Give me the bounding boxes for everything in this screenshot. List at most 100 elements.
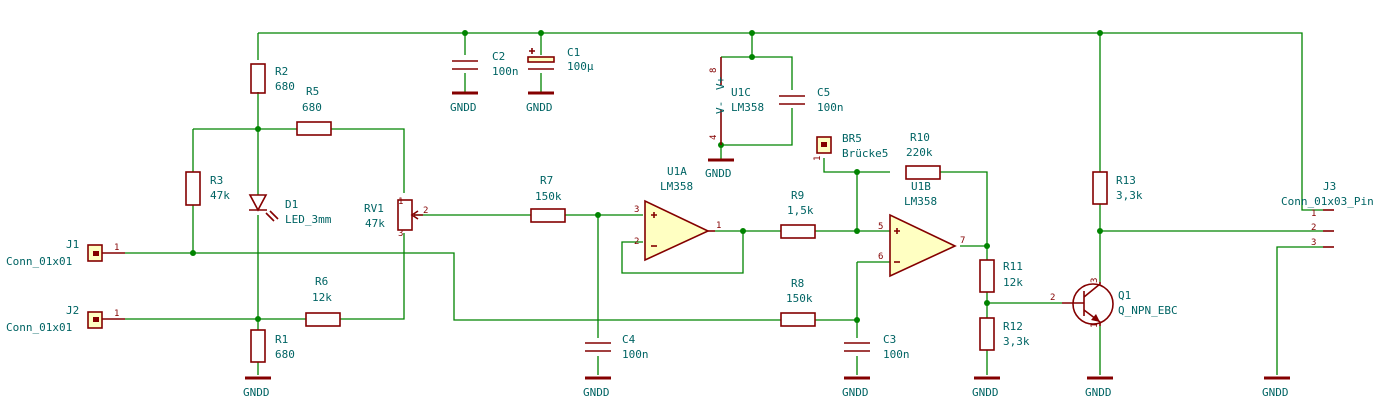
junction-dot (984, 243, 990, 249)
r5-ref-label: R5 (306, 85, 319, 98)
pin-marker (821, 142, 827, 147)
resistor-body (979, 259, 995, 293)
resistor-r11: R11 12k (979, 259, 1023, 293)
c2-value-label: 100n (492, 65, 519, 78)
gnd-label: GNDD (842, 386, 869, 399)
resistor-r2: R2 680 (250, 63, 295, 94)
plus-icon (529, 48, 535, 54)
r7-value-label: 150k (535, 190, 562, 203)
c3-value-label: 100n (883, 348, 910, 361)
u1c-vminus-label: V- (714, 101, 727, 114)
r7-ref-label: R7 (540, 174, 553, 187)
resistor-r7: R7 150k (530, 174, 566, 223)
pin-number: 4 (709, 135, 719, 140)
capacitor-c2: C2 100n (452, 50, 519, 78)
u1a-value-label: LM358 (660, 180, 693, 193)
junction-dot (740, 228, 746, 234)
r9-value-label: 1,5k (787, 204, 814, 217)
junction-dot (190, 250, 196, 256)
junction-dot (462, 30, 468, 36)
u1c-vplus-label: V+ (714, 76, 727, 90)
u1b-value-label: LM358 (904, 195, 937, 208)
r13-ref-label: R13 (1116, 174, 1136, 187)
r2-value-label: 680 (275, 80, 295, 93)
r5-value-label: 680 (302, 101, 322, 114)
j1-ref-label: J1 (66, 238, 79, 251)
gnd-label: GNDD (243, 386, 270, 399)
connector-j3: 1 2 3 J3 Conn_01x03_Pin (1281, 180, 1374, 248)
emitter-arrow-icon (1091, 314, 1100, 322)
br5-value-label: Brücke5 (842, 147, 888, 160)
j1-value-label: Conn_01x01 (6, 255, 72, 268)
junction-dot (854, 228, 860, 234)
junction-dot (854, 169, 860, 175)
ground-icon: GNDD (705, 158, 734, 180)
opamp-triangle (644, 199, 710, 262)
c5-value-label: 100n (817, 101, 844, 114)
cap-plates (452, 60, 478, 70)
r3-value-label: 47k (210, 189, 230, 202)
pin-number: 1 (114, 309, 119, 319)
ground-icon: GNDD (1085, 376, 1113, 399)
transistor-circle (1072, 283, 1114, 325)
pin-marker (93, 251, 99, 256)
junction-dot (538, 30, 544, 36)
gnd-label: GNDD (1085, 386, 1112, 399)
resistor-body (905, 165, 941, 180)
resistor-body (530, 208, 566, 223)
plus-icon (651, 212, 657, 218)
rv1-value-label: 47k (365, 217, 385, 230)
resistor-body (780, 312, 816, 327)
gnd-label: GNDD (705, 167, 732, 180)
resistor-body (250, 329, 266, 363)
pin-number: 7 (960, 236, 965, 246)
junction-dot (595, 212, 601, 218)
connector-j2: 1 J2 Conn_01x01 (6, 304, 125, 334)
ground-icon: GNDD (842, 376, 870, 399)
resistor-r6: R6 12k (305, 275, 341, 327)
transistor-q1: 2 3 1 Q1 Q_NPN_EBC (1050, 278, 1178, 328)
resistor-r5: R5 680 (296, 85, 332, 136)
opamp-u1c-power: 8 4 V+ V- U1C LM358 (709, 57, 764, 145)
resistor-r9: R9 1,5k (780, 189, 816, 239)
pin-number: 1 (716, 221, 721, 231)
pin-number: 3 (398, 229, 403, 239)
c5-ref-label: C5 (817, 86, 830, 99)
r12-value-label: 3,3k (1003, 335, 1030, 348)
r10-value-label: 220k (906, 146, 933, 159)
r3-ref-label: R3 (210, 174, 223, 187)
r9-ref-label: R9 (791, 189, 804, 202)
c3-ref-label: C3 (883, 333, 896, 346)
pin-number: 1 (114, 243, 119, 253)
ground-icon: GNDD (243, 376, 271, 399)
r8-value-label: 150k (786, 292, 813, 305)
opamp-u1b: 5 6 7 U1B LM358 (878, 180, 965, 278)
pin-number: 2 (1311, 223, 1316, 233)
r6-ref-label: R6 (315, 275, 328, 288)
cap-plates (779, 95, 805, 105)
potentiometer-rv1: 1 2 3 RV1 47k (364, 197, 428, 239)
pin-number: 1 (398, 197, 403, 207)
r13-value-label: 3,3k (1116, 189, 1143, 202)
j3-value-label: Conn_01x03_Pin (1281, 195, 1374, 208)
pin-number: 1 (813, 156, 823, 161)
diode-triangle (248, 194, 268, 212)
resistor-body (1092, 171, 1108, 205)
bridge-br5: 1 BR5 Brücke5 (813, 132, 888, 161)
pin-number: 3 (1311, 238, 1316, 248)
ground-icon: GNDD (972, 376, 1000, 399)
resistor-body (979, 317, 995, 351)
u1c-value-label: LM358 (731, 101, 764, 114)
ground-icon: GNDD (526, 91, 554, 114)
pin-number: 2 (634, 237, 639, 247)
resistor-body (250, 63, 266, 94)
pin-marker (93, 317, 99, 322)
pin-number: 3 (634, 205, 639, 215)
c4-value-label: 100n (622, 348, 649, 361)
resistor-body (296, 121, 332, 136)
r6-value-label: 12k (312, 291, 332, 304)
resistor-r12: R12 3,3k (979, 317, 1030, 351)
d1-value-label: LED_3mm (285, 213, 332, 226)
gnd-label: GNDD (972, 386, 999, 399)
